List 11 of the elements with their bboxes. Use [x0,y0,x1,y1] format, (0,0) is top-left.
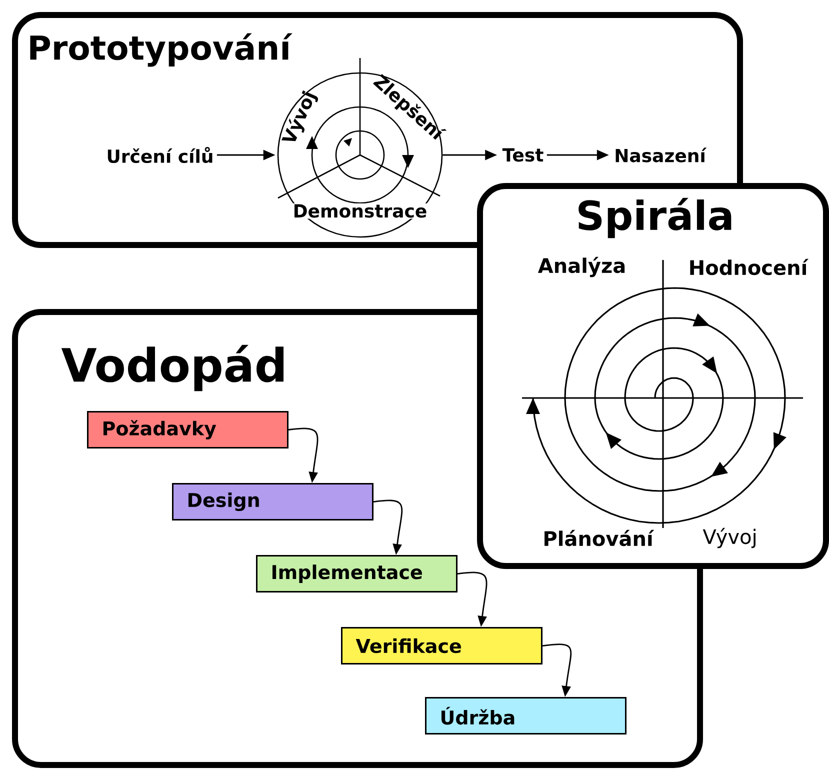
panel-title: Prototypování [30,33,292,67]
cycle-label: Demonstrace [292,203,428,219]
step-label: Nasazení [616,148,707,162]
phase-box: Verifikace [341,627,542,664]
phase-box: Design [172,483,374,520]
panel-title: Vodopád [61,344,284,392]
step-label: Test [502,148,544,162]
phase-box: Údržba [425,697,626,734]
phase-box: Implementace [256,555,458,592]
step-label: Určení cílů [108,146,212,164]
phase-box: Požadavky [87,411,288,448]
